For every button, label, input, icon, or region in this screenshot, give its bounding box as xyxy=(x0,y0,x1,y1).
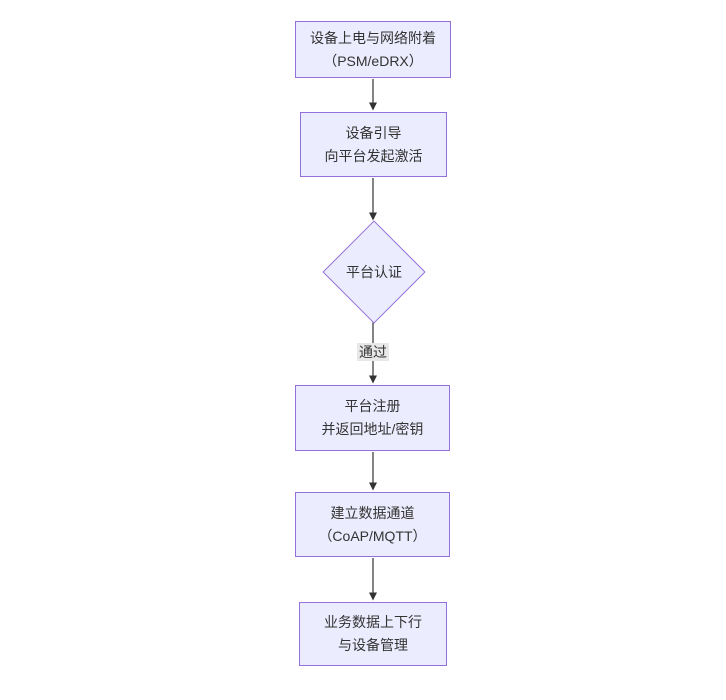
node-device-bootstrap: 设备引导 向平台发起激活 xyxy=(300,112,447,177)
node-business-data: 业务数据上下行 与设备管理 xyxy=(299,602,447,666)
node-label-line: 设备引导 xyxy=(345,124,402,141)
node-label-line: 平台注册 xyxy=(344,398,401,414)
node-label-line: 并返回地址/密钥 xyxy=(321,421,424,437)
node-label-line: 向平台发起激活 xyxy=(324,147,423,164)
node-label-line: （PSM/eDRX） xyxy=(323,52,423,69)
node-data-channel: 建立数据通道 （CoAP/MQTT） xyxy=(295,492,450,557)
node-label-line: （CoAP/MQTT） xyxy=(318,527,427,544)
node-platform-auth-decision: 平台认证 xyxy=(322,220,426,324)
node-label-line: 设备上电与网络附着 xyxy=(310,29,436,46)
node-label-line: 平台认证 xyxy=(346,264,402,280)
node-label-line: 建立数据通道 xyxy=(330,504,415,521)
node-power-network-attach: 设备上电与网络附着 （PSM/eDRX） xyxy=(295,21,451,78)
edge-label-pass: 通过 xyxy=(357,343,389,361)
node-label-line: 与设备管理 xyxy=(338,637,408,653)
node-label-line: 业务数据上下行 xyxy=(324,614,422,630)
node-platform-register: 平台注册 并返回地址/密钥 xyxy=(295,385,450,451)
